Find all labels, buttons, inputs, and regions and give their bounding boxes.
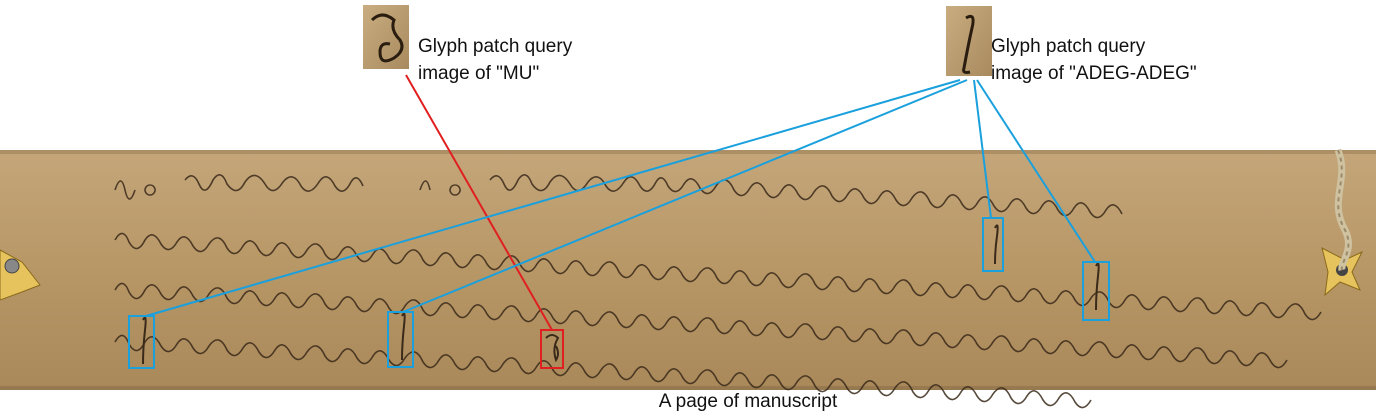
adeg-match-box	[128, 315, 155, 369]
left-binding-hole	[0, 249, 41, 301]
mu-match-box	[540, 329, 564, 369]
adeg-match-box	[982, 217, 1004, 272]
adeg-connectors	[145, 79, 1096, 317]
figure-caption: A page of manuscript	[658, 391, 838, 412]
mu-query-label: Glyph patch query image of "MU"	[418, 33, 572, 87]
script-row-4	[114, 334, 1092, 409]
adeg-glyphs	[142, 224, 1100, 365]
adeg-query-patch	[946, 6, 992, 76]
mu-query-patch	[363, 5, 409, 69]
mu-query-label-line2: image of "MU"	[418, 63, 540, 84]
adeg-query-label-line2: image of "ADEG-ADEG"	[991, 63, 1197, 84]
script-lines	[114, 174, 1322, 409]
manuscript-leaf	[0, 148, 1376, 409]
script-row-2	[114, 232, 1322, 321]
mu-connector	[405, 74, 553, 331]
adeg-query-label: Glyph patch query image of "ADEG-ADEG"	[991, 33, 1197, 87]
mu-query-label-line1: Glyph patch query	[418, 36, 573, 57]
adeg-match-box	[387, 311, 414, 368]
script-row-1	[114, 174, 1123, 219]
mu-glyph	[545, 334, 560, 363]
script-row-3	[114, 282, 1288, 369]
binding-string	[1334, 148, 1352, 271]
adeg-query-label-line1: Glyph patch query	[991, 36, 1146, 57]
adeg-match-box	[1082, 261, 1110, 321]
